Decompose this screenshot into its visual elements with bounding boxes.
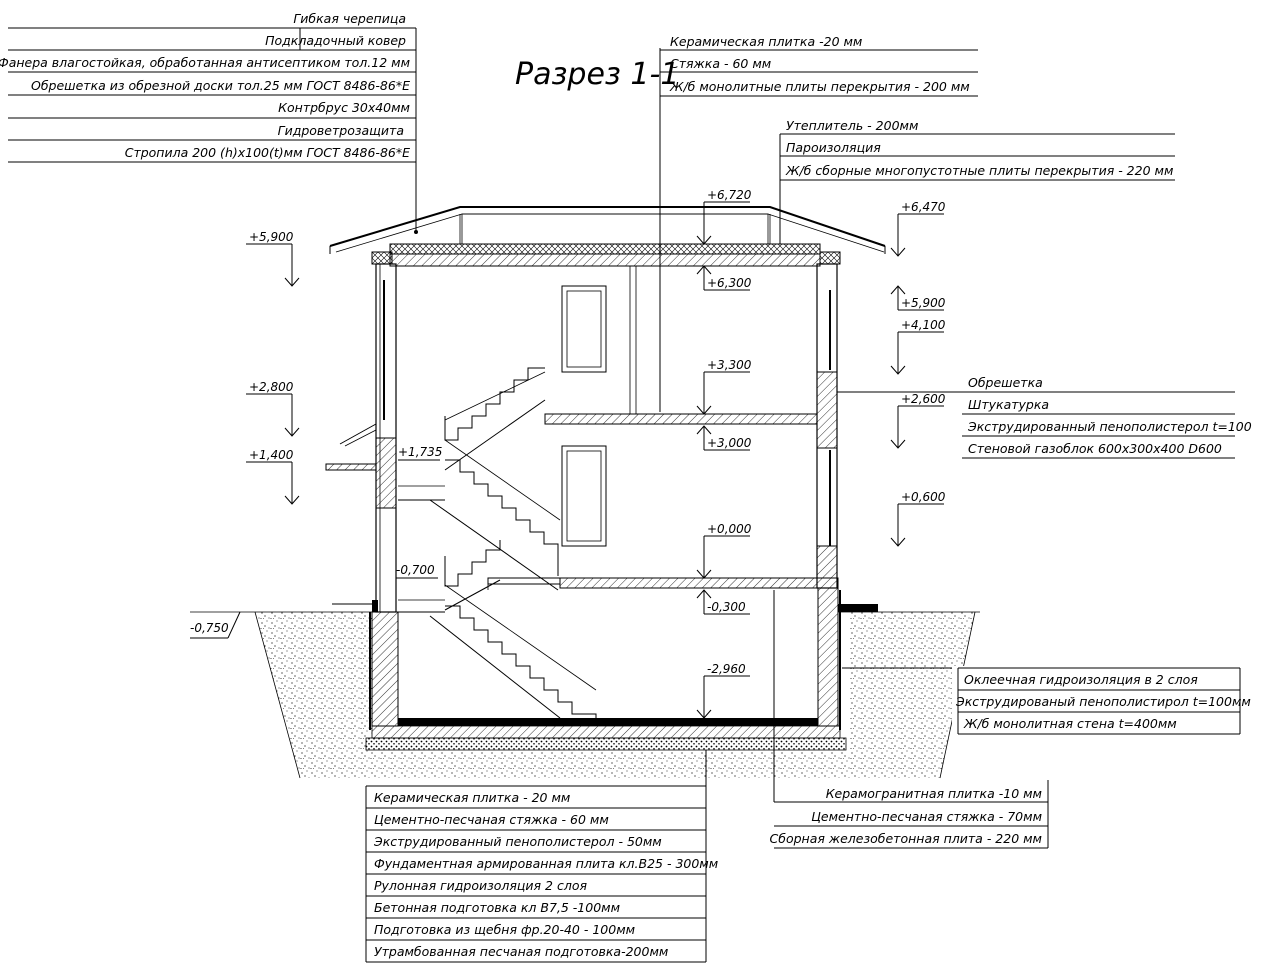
floor1-layer-1: Керамогранитная плитка -10 мм (826, 786, 1042, 801)
elevation-mark-em2960: -2,960 (696, 662, 750, 719)
elevation-label-e5900L: +5,900 (249, 230, 294, 244)
basement-wall-layer-3: Ж/б монолитная стена t=400мм (963, 716, 1177, 731)
basement-floor-layer-1: Керамическая плитка - 20 мм (374, 790, 570, 805)
basement-wall-layer-1: Оклеечная гидроизоляция в 2 слоя (964, 672, 1198, 687)
wall-layer-4: Стеновой газоблок 600х300х400 D600 (968, 441, 1222, 456)
elevation-label-e5900R: +5,900 (901, 296, 946, 310)
roof-layer-3: Фанера влагостойкая, обработанная антисе… (0, 55, 410, 70)
elevation-label-e2800: +2,800 (249, 380, 294, 394)
elevation-mark-e5900L: +5,900 (246, 230, 300, 287)
elevation-marks: +6,720 +6,470 +6,300 +5,900 +5,900 +4,100 +3,3… (190, 188, 946, 719)
leaders (414, 28, 962, 802)
elevation-mark-e5900R: +5,900 (890, 285, 946, 311)
roof-layer-6: Гидроветрозащита (278, 123, 404, 138)
wall-layers-table: Обрешетка Штукатурка Экструдированный пе… (962, 375, 1252, 459)
elevation-mark-e3300: +3,300 (696, 358, 752, 415)
attic-layer-2: Пароизоляция (786, 140, 881, 155)
elevation-label-e2600: +2,600 (901, 392, 946, 406)
elevation-mark-e6720: +6,720 (696, 188, 752, 245)
roof-layer-1: Гибкая черепица (293, 11, 406, 26)
walls (371, 251, 841, 613)
roof-layer-5: Контрбрус 30х40мм (278, 100, 410, 115)
basement-floor-layers-table: Керамическая плитка - 20 мм Цементно-пес… (365, 785, 718, 963)
elevation-label-e6470: +6,470 (901, 200, 946, 214)
foundation (365, 587, 847, 751)
elevation-mark-e0000: +0,000 (696, 522, 752, 579)
section-title: Разрез 1-1 (515, 57, 679, 92)
floor2-layer-2: Стяжка - 60 мм (670, 56, 771, 71)
wall-layer-2: Штукатурка (968, 397, 1049, 412)
floor2-layers-table: Керамическая плитка -20 мм Стяжка - 60 м… (660, 34, 978, 97)
elevation-label-em0300: -0,300 (707, 600, 746, 614)
elevation-label-e4100: +4,100 (901, 318, 946, 332)
elevation-mark-e6470: +6,470 (890, 200, 946, 257)
basement-floor-layer-8: Утрамбованная песчаная подготовка-200мм (374, 944, 668, 959)
elevation-mark-e4100: +4,100 (890, 318, 946, 375)
windows (561, 285, 607, 547)
elevation-mark-em0300: -0,300 (696, 589, 750, 615)
attic-layers-table: Утеплитель - 200мм Пароизоляция Ж/б сбор… (780, 118, 1175, 181)
attic-layer-3: Ж/б сборные многопустотные плиты перекры… (785, 163, 1173, 178)
elevation-label-e1400: +1,400 (249, 448, 294, 462)
elevation-mark-e6300: +6,300 (696, 265, 752, 291)
basement-floor-layer-7: Подготовка из щебня фр.20-40 - 100мм (374, 922, 635, 937)
basement-floor-layer-3: Экструдированный пенополистерол - 50мм (373, 834, 662, 849)
elevation-label-e0000: +0,000 (707, 522, 752, 536)
balcony (325, 423, 378, 612)
elevation-label-e1735: +1,735 (398, 445, 442, 459)
elevation-mark-e0600: +0,600 (890, 490, 946, 547)
roof-layer-7: Стропила 200 (h)х100(t)мм ГОСТ 8486-86*Е (125, 145, 410, 160)
basement-wall-layer-2: Экструдированый пенополистирол t=100мм (955, 694, 1251, 709)
roof-layer-2: Подкладочный ковер (265, 33, 406, 48)
elevation-mark-e1400: +1,400 (246, 448, 300, 505)
elevation-label-em0750: -0,750 (190, 621, 229, 635)
elevation-label-e0600: +0,600 (901, 490, 946, 504)
elevation-label-em0700: -0,700 (396, 563, 435, 577)
roof-layers-table: Гибкая черепица Подкладочный ковер Фанер… (0, 11, 416, 163)
elevation-mark-e2800: +2,800 (246, 380, 300, 437)
wall-layer-3: Экструдированный пенополистерол t=100 (967, 419, 1252, 434)
basement-floor-layer-6: Бетонная подготовка кл В7,5 -100мм (374, 900, 620, 915)
wall-layer-1: Обрешетка (968, 375, 1043, 390)
roof-layer-4: Обрешетка из обрезной доски тол.25 мм ГО… (31, 78, 410, 93)
floor1-layer-2: Цементно-песчаная стяжка - 70мм (811, 809, 1042, 824)
floor1-layer-3: Сборная железобетонная плита - 220 мм (770, 831, 1042, 846)
basement-floor-layer-2: Цементно-песчаная стяжка - 60 мм (374, 812, 609, 827)
elevation-label-em2960: -2,960 (707, 662, 746, 676)
roof (329, 206, 886, 254)
floor-slabs (389, 243, 839, 589)
elevation-mark-e3000: +3,000 (696, 425, 752, 451)
elevation-label-e6300: +6,300 (707, 276, 752, 290)
elevation-label-e3300: +3,300 (707, 358, 752, 372)
elevation-label-e6720: +6,720 (707, 188, 752, 202)
elevation-mark-e2600: +2,600 (890, 392, 946, 449)
elevation-mark-em0750: -0,750 (190, 611, 241, 639)
ground-soil (190, 604, 980, 779)
attic-layer-1: Утеплитель - 200мм (786, 118, 918, 133)
elevation-label-e3000: +3,000 (707, 436, 752, 450)
basement-floor-layer-5: Рулонная гидроизоляция 2 слоя (374, 878, 587, 893)
basement-floor-layer-4: Фундаментная армированная плита кл.В25 -… (374, 856, 718, 871)
floor2-layer-3: Ж/б монолитные плиты перекрытия - 200 мм (669, 79, 970, 94)
floor2-layer-1: Керамическая плитка -20 мм (670, 34, 862, 49)
elevation-mark-e1735: +1,735 (398, 445, 442, 461)
elevation-mark-em0700: -0,700 (396, 563, 438, 579)
stairs (398, 367, 597, 719)
basement-wall-layers-table: Оклеечная гидроизоляция в 2 слоя Экструд… (952, 666, 1251, 735)
floor1-layers-table: Керамогранитная плитка -10 мм Цементно-п… (770, 780, 1049, 849)
